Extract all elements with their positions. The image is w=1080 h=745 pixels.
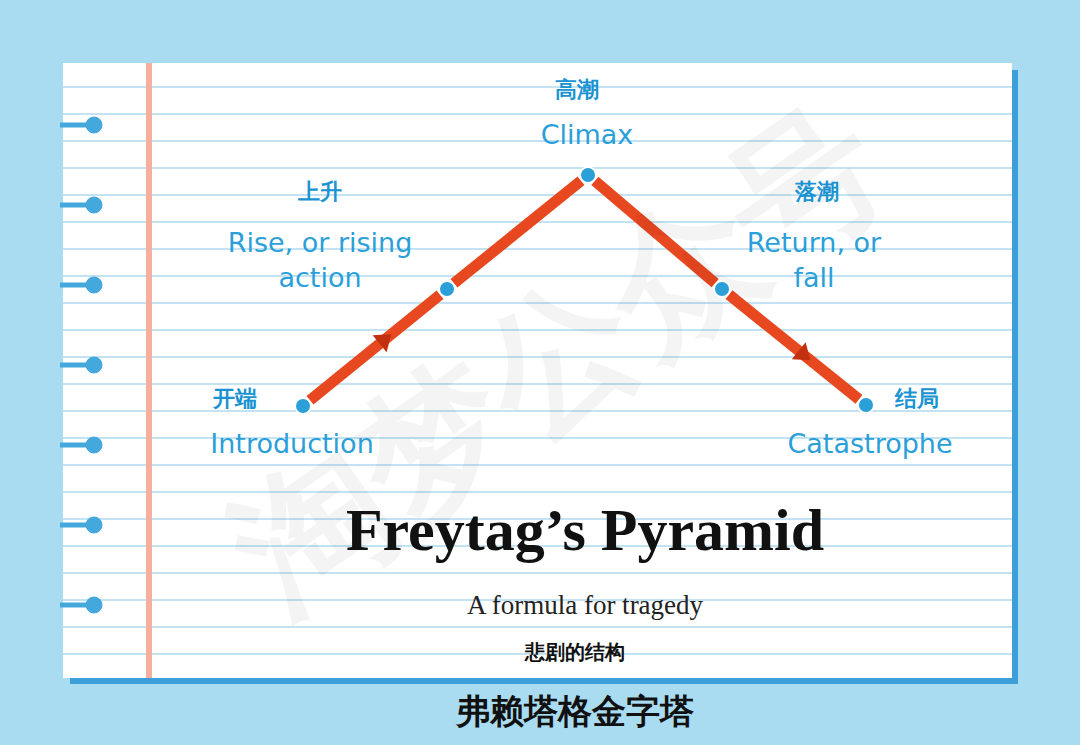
stage-label-holder: 落潮: [795, 177, 839, 207]
stage-label-holder: Rise, or rising action: [205, 225, 435, 295]
plot-point: 高潮Climax: [579, 166, 597, 184]
diagram-title: Freytag’s Pyramid: [346, 496, 824, 565]
chinese-subtitle: 悲剧的结构: [525, 639, 625, 666]
stage-label-holder: Return, or fall: [744, 225, 884, 295]
chinese-stage-label: 高潮: [555, 75, 599, 105]
watermark: 淘梦公众号: [195, 62, 925, 658]
stage-label: Catastrophe: [787, 426, 952, 461]
paper-sheet: [63, 63, 1012, 678]
watermark-holder: 淘梦公众号: [195, 62, 925, 658]
stage-label: Climax: [541, 117, 634, 152]
plot-point: 落潮Return, or fall: [713, 280, 731, 298]
chinese-stage-label: 开端: [213, 384, 257, 414]
chinese-stage-label: 落潮: [795, 177, 839, 207]
chinese-stage-label: 结局: [895, 384, 939, 414]
caption: 弗赖塔格金字塔: [456, 689, 694, 735]
stage-label-holder: 高潮: [555, 75, 599, 105]
spiral-rings: [60, 117, 102, 613]
chinese-stage-label: 上升: [298, 177, 342, 207]
stage-label-holder: 上升: [298, 177, 342, 207]
stage-label: Introduction: [210, 426, 374, 461]
stage-label-holder: Introduction: [210, 426, 374, 461]
stage-label-holder: 结局: [895, 384, 939, 414]
stage-label: Rise, or rising action: [205, 225, 435, 295]
plot-point: 上升Rise, or rising action: [438, 280, 456, 298]
plot-point: 结局Catastrophe: [857, 396, 875, 414]
subtitle-holder: A formula for tragedy: [467, 590, 703, 621]
caption-holder: 弗赖塔格金字塔: [456, 689, 694, 735]
margin-line: [146, 63, 152, 678]
diagram-title-holder: Freytag’s Pyramid: [346, 496, 824, 565]
stage-label-holder: 开端: [213, 384, 257, 414]
arrowhead: [373, 334, 392, 352]
arrowhead: [792, 342, 811, 360]
stage-label-holder: Climax: [541, 117, 634, 152]
stage-label: Return, or fall: [744, 225, 884, 295]
plot-point: 开端Introduction: [294, 397, 312, 415]
chinese-subtitle-holder: 悲剧的结构: [525, 639, 625, 666]
stage-label-holder: Catastrophe: [787, 426, 952, 461]
subtitle: A formula for tragedy: [467, 590, 703, 621]
